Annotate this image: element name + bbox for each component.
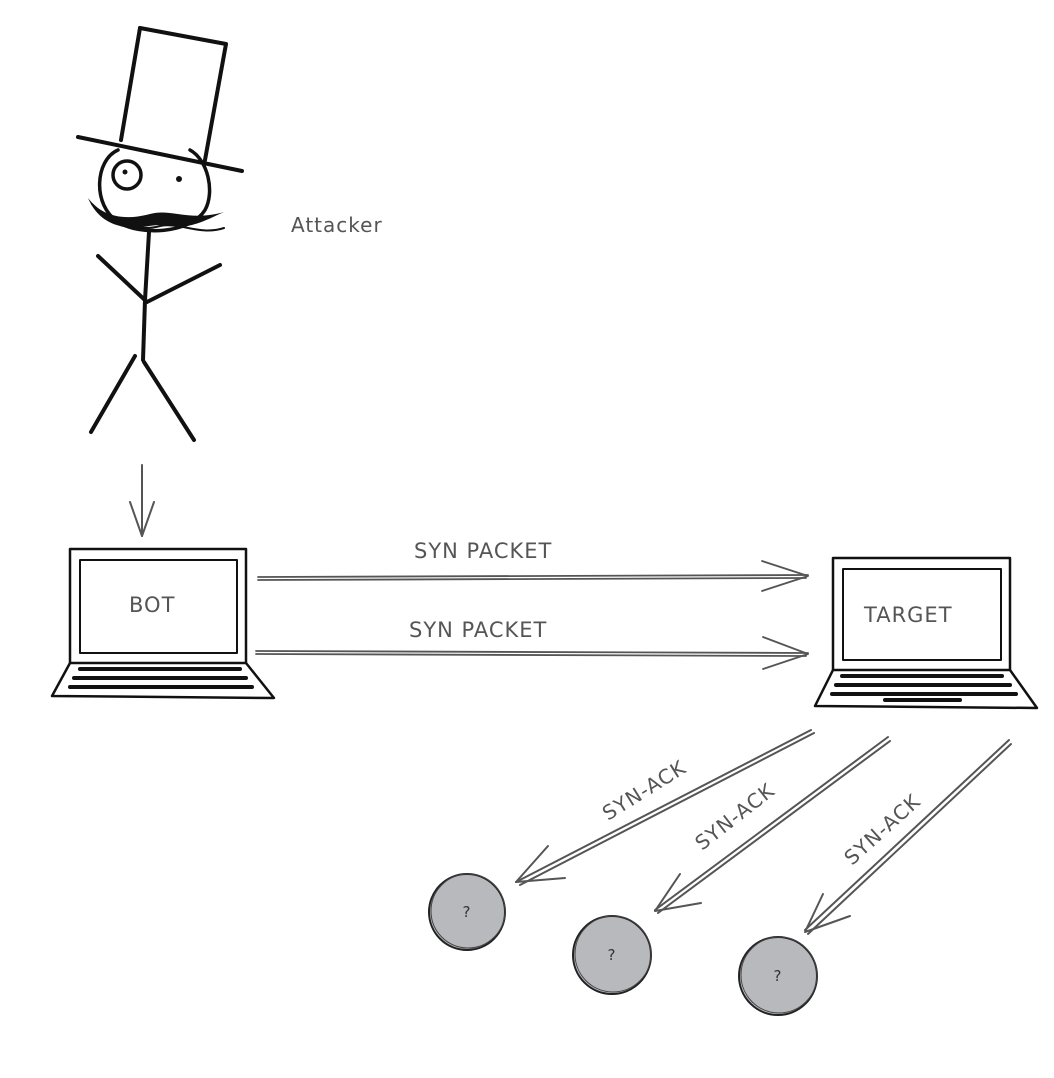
syn-ack-label-1: SYN-ACK [598, 755, 690, 825]
target-label: TARGET [863, 603, 953, 627]
attacker-to-bot-arrow [129, 464, 155, 537]
unknown-node-label-3: ? [774, 967, 783, 985]
unknown-node-2: ? [572, 915, 652, 995]
syn-packet-arrow-2 [255, 636, 809, 670]
unknown-node-label-2: ? [608, 946, 617, 964]
unknown-node-3: ? [738, 936, 818, 1016]
bot-laptop-icon [50, 547, 276, 700]
syn-ack-arrow-1 [515, 729, 815, 886]
attacker-label: Attacker [291, 213, 383, 237]
unknown-node-label-1: ? [463, 903, 472, 921]
syn-ack-arrow-2 [654, 736, 891, 914]
bot-label: BOT [129, 593, 175, 617]
unknown-node-1: ? [428, 873, 506, 951]
attacker-icon [76, 26, 244, 442]
syn-packet-label-2: SYN PACKET [409, 618, 547, 642]
syn-ack-arrow-3 [804, 739, 1012, 935]
syn-packet-label-1: SYN PACKET [414, 539, 552, 563]
syn-packet-arrow-1 [257, 560, 809, 592]
target-laptop-icon [813, 556, 1039, 710]
